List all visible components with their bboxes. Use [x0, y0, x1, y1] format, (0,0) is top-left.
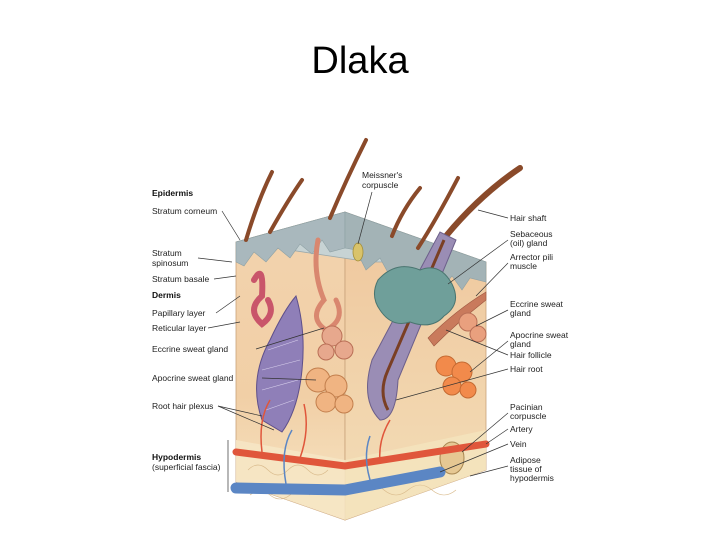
label-stratum-spinosum-2: spinosum: [152, 258, 188, 268]
label-meissner-2: corpuscle: [362, 180, 399, 190]
label-stratum-basale: Stratum basale: [152, 274, 209, 284]
label-papillary-layer: Papillary layer: [152, 308, 206, 318]
label-root-hair-plexus: Root hair plexus: [152, 401, 213, 411]
label-pacinian-2: corpuscle: [510, 411, 547, 421]
label-reticular-layer: Reticular layer: [152, 323, 206, 333]
label-apocrine-sweat-gland: Apocrine sweat gland: [152, 373, 234, 383]
label-dermis: Dermis: [152, 290, 181, 300]
label-superficial-fascia: (superficial fascia): [152, 462, 221, 472]
label-sebaceous-2: (oil) gland: [510, 238, 548, 248]
sebaceous-gland-shape: [374, 267, 455, 325]
label-hair-root: Hair root: [510, 364, 543, 374]
label-hair-shaft: Hair shaft: [510, 213, 547, 223]
label-stratum-corneum: Stratum corneum: [152, 206, 217, 216]
label-epidermis: Epidermis: [152, 188, 193, 198]
label-hypodermis: Hypodermis: [152, 452, 201, 462]
label-arrector-2: muscle: [510, 261, 537, 271]
label-vein: Vein: [510, 439, 527, 449]
label-stratum-spinosum-1: Stratum: [152, 248, 182, 258]
label-apocrine-2: gland: [510, 339, 531, 349]
label-eccrine-2: gland: [510, 308, 531, 318]
label-meissner-1: Meissner's: [362, 170, 402, 180]
label-artery: Artery: [510, 424, 533, 434]
label-eccrine-sweat-gland: Eccrine sweat gland: [152, 344, 228, 354]
meissner-corpuscle-shape: [353, 243, 363, 261]
label-adipose-3: hypodermis: [510, 473, 554, 483]
label-hair-follicle: Hair follicle: [510, 350, 552, 360]
